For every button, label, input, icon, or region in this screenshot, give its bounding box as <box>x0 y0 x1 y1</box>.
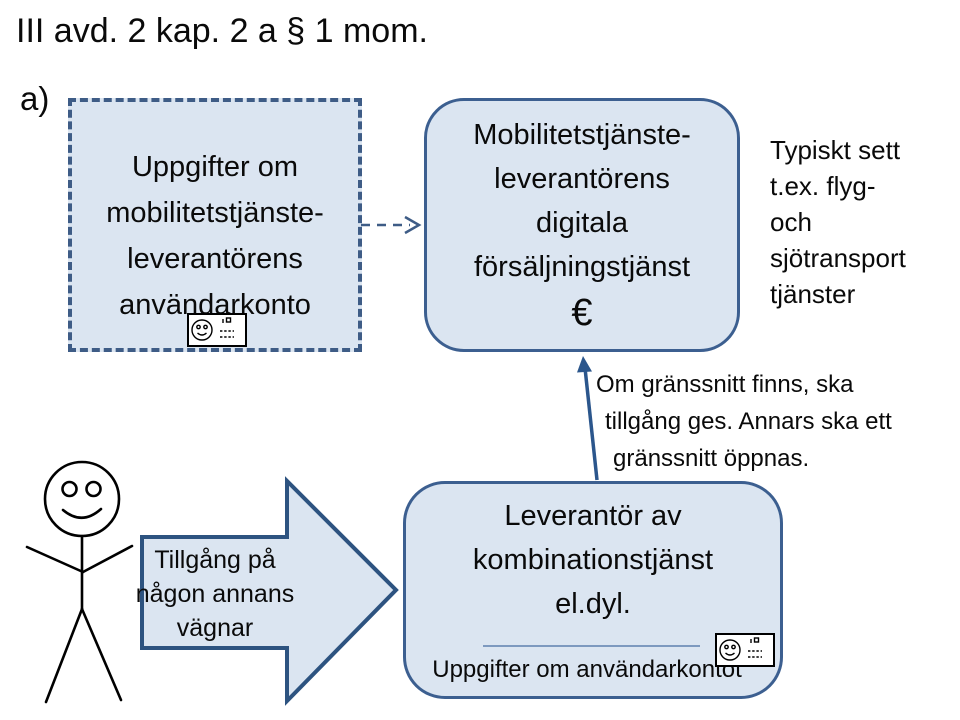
combination-service-box-text: Leverantör av kombinationstjänst el.dyl. <box>406 494 780 626</box>
interface-note-line: gränssnitt öppnas. <box>613 445 810 472</box>
euro-icon: € <box>571 292 593 334</box>
digital-sales-service-box-text: Mobilitetstjänste- leverantörens digital… <box>427 113 737 337</box>
box-text-line: kombinationstjänst <box>472 544 714 576</box>
box-text-line: leverantörens <box>127 243 303 275</box>
interface-note-line: tillgång ges. Annars ska ett <box>605 408 892 435</box>
side-note-line: och <box>770 207 812 237</box>
arrow-label-line: vägnar <box>176 614 254 642</box>
user-account-data-box-text: Uppgifter om mobilitetstjänste- leverant… <box>72 144 358 328</box>
side-note-line: sjötransport <box>770 243 906 273</box>
box-text-line: leverantörens <box>494 163 670 195</box>
interface-note: Om gränssnitt finns, ska tillgång ges. A… <box>596 366 941 477</box>
id-card-icon <box>187 313 247 347</box>
side-note: Typiskt sett t.ex. flyg- och sjötranspor… <box>770 132 956 312</box>
user-account-data-box: Uppgifter om mobilitetstjänste- leverant… <box>68 98 362 352</box>
id-card-icon <box>715 633 775 667</box>
box-text-line: Leverantör av <box>504 500 682 532</box>
box-text-line: digitala <box>536 207 628 239</box>
dashed-connector-arrow <box>361 215 422 235</box>
side-note-line: Typiskt sett <box>770 135 901 165</box>
access-arrow-label: Tillgång på någon annans vägnar <box>132 543 298 645</box>
box-text-line: el.dyl. <box>555 588 631 620</box>
combination-service-box: Leverantör av kombinationstjänst el.dyl. <box>403 481 783 699</box>
interface-note-line: Om gränssnitt finns, ska <box>596 371 854 398</box>
box-text-line: Uppgifter om <box>131 151 298 183</box>
digital-sales-service-box: Mobilitetstjänste- leverantörens digital… <box>424 98 740 352</box>
arrow-label-line: Tillgång på <box>154 546 276 574</box>
solid-connector-arrow <box>577 356 599 481</box>
combination-box-footer: Uppgifter om användarkontot <box>432 656 742 683</box>
side-note-line: tjänster <box>770 279 856 309</box>
stick-figure <box>25 460 134 704</box>
box-text-line: mobilitetstjänste- <box>106 197 324 229</box>
side-note-line: t.ex. flyg- <box>770 171 876 201</box>
arrow-label-line: någon annans <box>135 580 295 608</box>
box-text-line: Mobilitetstjänste- <box>473 119 691 151</box>
page-title: III avd. 2 kap. 2 a § 1 mom. <box>16 12 428 50</box>
section-label-a: a) <box>20 80 50 117</box>
box-text-line: försäljningstjänst <box>474 251 690 283</box>
